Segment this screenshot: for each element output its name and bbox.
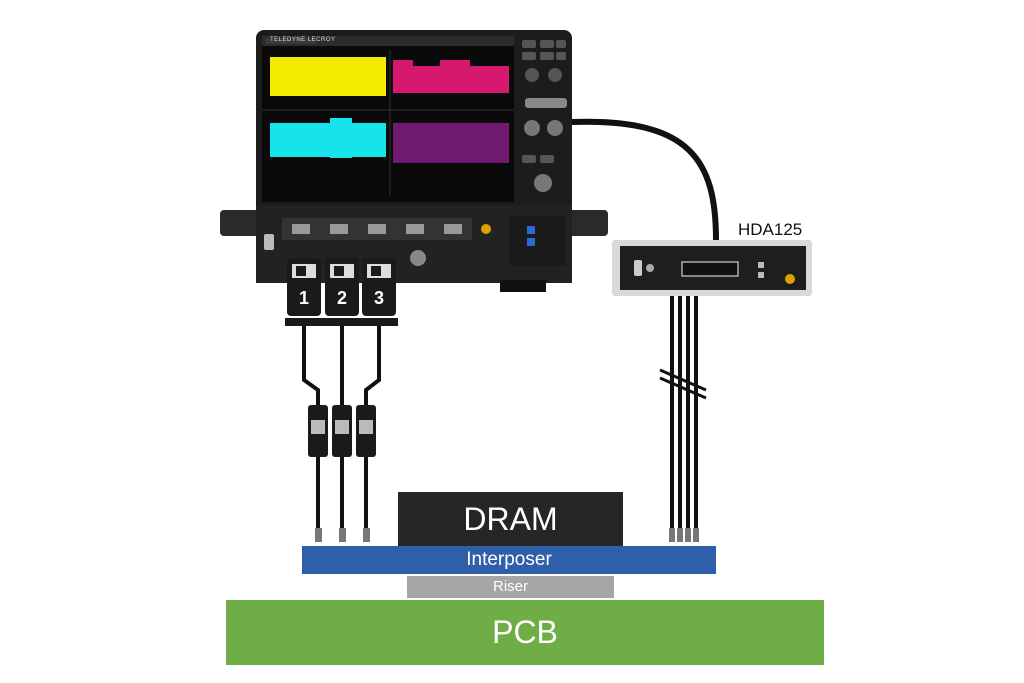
scope-to-hda-cable (571, 118, 719, 241)
trace-purple (393, 123, 509, 163)
pcb-label: PCB (492, 614, 558, 650)
dram-chip (398, 492, 623, 546)
probe-channel-1 (285, 258, 328, 542)
probe-channel-3 (356, 258, 398, 542)
interposer-label: Interposer (466, 549, 552, 570)
dram-label: DRAM (463, 501, 558, 537)
trace-yellow (270, 57, 386, 96)
channel-3-label: 3 (373, 288, 384, 308)
front-panel (264, 216, 566, 292)
hda-lead-tips (669, 528, 699, 542)
oscilloscope (220, 30, 608, 292)
interposer-board (302, 546, 716, 574)
scope-controls (522, 40, 567, 192)
channel-2-label: 2 (336, 288, 347, 308)
hda-leads (659, 296, 707, 530)
riser-label: Riser (492, 578, 528, 595)
hda-label: HDA125 (738, 220, 803, 239)
trace-magenta (393, 66, 509, 93)
channel-1-label: 1 (298, 288, 309, 308)
probe-channel-2 (323, 258, 361, 542)
riser-board (407, 576, 614, 598)
hda125-unit (612, 240, 812, 296)
trace-cyan (270, 123, 386, 157)
oscilloscope-brand: TELEDYNE LECROY (270, 37, 336, 43)
pcb-board (226, 600, 824, 665)
